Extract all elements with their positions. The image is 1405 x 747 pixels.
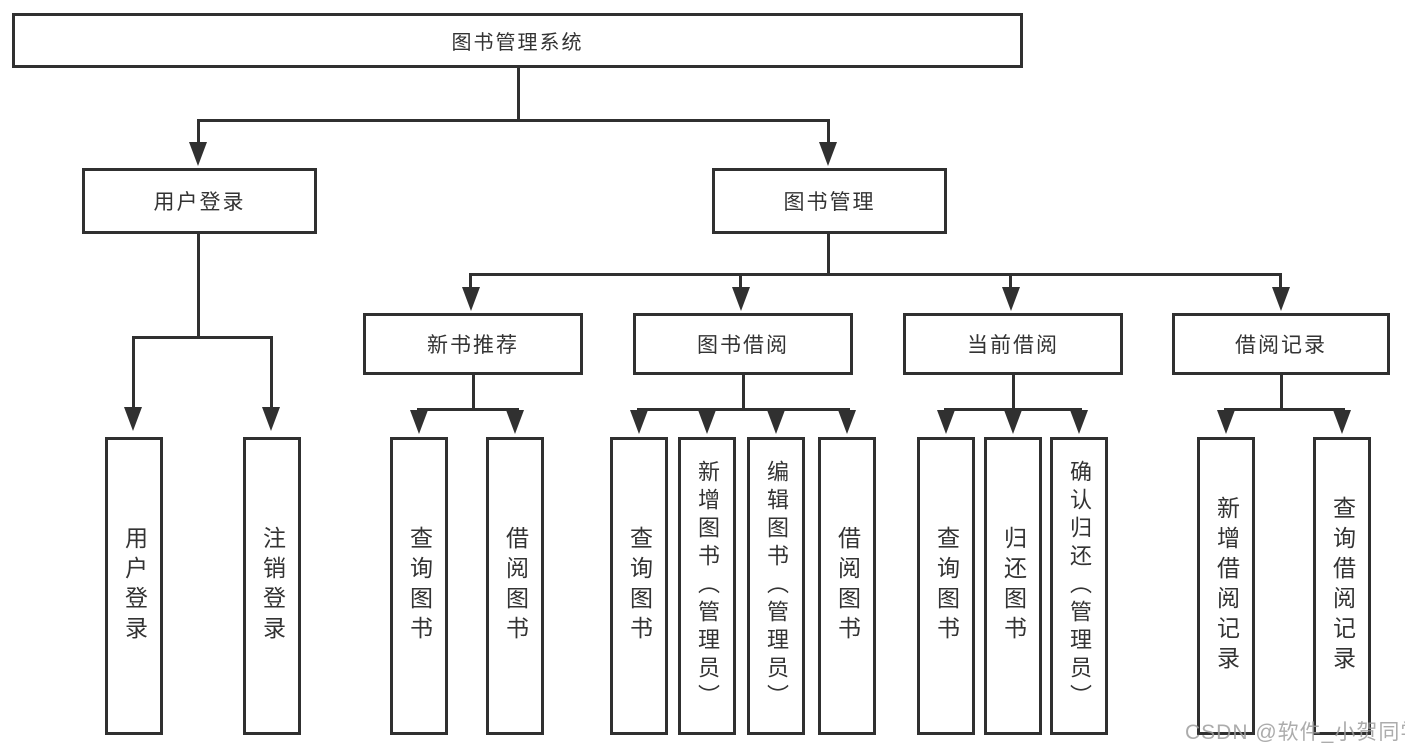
- connector-login-split: [132, 336, 273, 339]
- connector-current-stem: [1012, 375, 1015, 411]
- leaf-borrow-book: 借阅图书: [818, 437, 876, 735]
- arrow-down-icon: [1217, 410, 1235, 434]
- arrow-down-icon: [1333, 410, 1351, 434]
- connector-level2-split: [197, 119, 830, 122]
- leaf-logout: 注销登录: [243, 437, 301, 735]
- arrow-down-icon: [462, 287, 480, 311]
- leaf-current-query-book: 查询图书: [917, 437, 975, 735]
- connector-root-stem: [517, 68, 520, 120]
- arrow-down-icon: [124, 407, 142, 431]
- leaf-recommend-borrow-book: 借阅图书: [486, 437, 544, 735]
- arrow-down-icon: [698, 410, 716, 434]
- arrow-down-icon: [1004, 410, 1022, 434]
- arrow-down-icon: [189, 142, 207, 166]
- arrow-down-icon: [1002, 287, 1020, 311]
- connector-current-split: [944, 408, 1082, 411]
- node-library-system: 图书管理系统: [12, 13, 1023, 68]
- leaf-query-borrow-record: 查询借阅记录: [1313, 437, 1371, 735]
- node-new-book-recommend: 新书推荐: [363, 313, 583, 375]
- arrow-down-icon: [506, 410, 524, 434]
- connector-leaf-drop: [270, 336, 273, 409]
- connector-login-stem: [197, 234, 200, 339]
- connector-leaf-drop: [132, 336, 135, 409]
- connector-current-drop: [1009, 273, 1012, 289]
- connector-login-drop: [197, 119, 200, 146]
- arrow-down-icon: [410, 410, 428, 434]
- connector-recommend-split: [417, 408, 519, 411]
- connector-records-split: [1224, 408, 1345, 411]
- connector-recommend-stem: [472, 375, 475, 411]
- leaf-return-book: 归还图书: [984, 437, 1042, 735]
- connector-mgmt-stem: [827, 234, 830, 276]
- node-current-borrow: 当前借阅: [903, 313, 1123, 375]
- arrow-down-icon: [838, 410, 856, 434]
- node-user-login: 用户登录: [82, 168, 317, 234]
- arrow-down-icon: [732, 287, 750, 311]
- leaf-recommend-query-book: 查询图书: [390, 437, 448, 735]
- node-borrow-records: 借阅记录: [1172, 313, 1390, 375]
- leaf-add-book-admin: 新增图书（管理员）: [678, 437, 736, 735]
- connector-borrow-stem: [742, 375, 745, 411]
- csdn-watermark: CSDN @软件_小贺同学: [1185, 721, 1405, 744]
- leaf-borrow-query-book: 查询图书: [610, 437, 668, 735]
- connector-mgmt-drop: [827, 119, 830, 146]
- connector-borrow-drop: [739, 273, 742, 289]
- node-book-borrow: 图书借阅: [633, 313, 853, 375]
- arrow-down-icon: [262, 407, 280, 431]
- leaf-edit-book-admin: 编辑图书（管理员）: [747, 437, 805, 735]
- arrow-down-icon: [1070, 410, 1088, 434]
- connector-records-stem: [1280, 375, 1283, 411]
- arrow-down-icon: [630, 410, 648, 434]
- arrow-down-icon: [819, 142, 837, 166]
- arrow-down-icon: [767, 410, 785, 434]
- connector-recommend-drop: [469, 273, 472, 289]
- leaf-confirm-return-admin: 确认归还（管理员）: [1050, 437, 1108, 735]
- connector-records-drop: [1279, 273, 1282, 289]
- leaf-add-borrow-record: 新增借阅记录: [1197, 437, 1255, 735]
- connector-borrow-split: [637, 408, 850, 411]
- arrow-down-icon: [937, 410, 955, 434]
- node-book-management: 图书管理: [712, 168, 947, 234]
- leaf-user-login: 用户登录: [105, 437, 163, 735]
- connector-level3-split: [470, 273, 1281, 276]
- arrow-down-icon: [1272, 287, 1290, 311]
